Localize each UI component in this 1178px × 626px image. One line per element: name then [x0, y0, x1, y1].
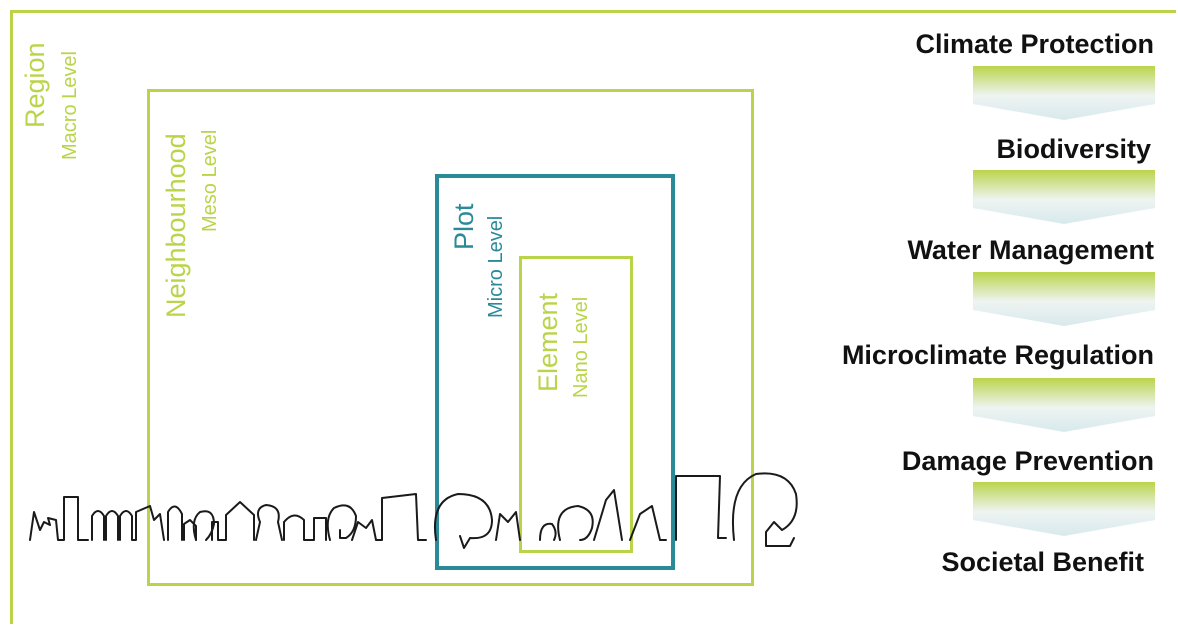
chevron-down-arrow-3 [973, 272, 1155, 326]
chevron-down-arrow-1 [973, 66, 1155, 120]
benefit-societal-benefit: Societal Benefit [941, 547, 1144, 577]
benefit-climate-protection: Climate Protection [915, 29, 1154, 59]
chevron-down-arrow-4 [973, 378, 1155, 432]
plot-box [435, 174, 675, 570]
benefit-damage-prevention: Damage Prevention [901, 446, 1154, 476]
benefit-biodiversity: Biodiversity [996, 134, 1151, 164]
benefit-microclimate-regulation: Microclimate Regulation [841, 340, 1154, 370]
benefit-water-management: Water Management [907, 235, 1154, 265]
neighbourhood-box [147, 89, 754, 586]
outer-frame [10, 10, 1176, 624]
chevron-down-arrow-2 [973, 170, 1155, 224]
element-box [519, 256, 633, 553]
chevron-down-arrow-5 [973, 482, 1155, 536]
